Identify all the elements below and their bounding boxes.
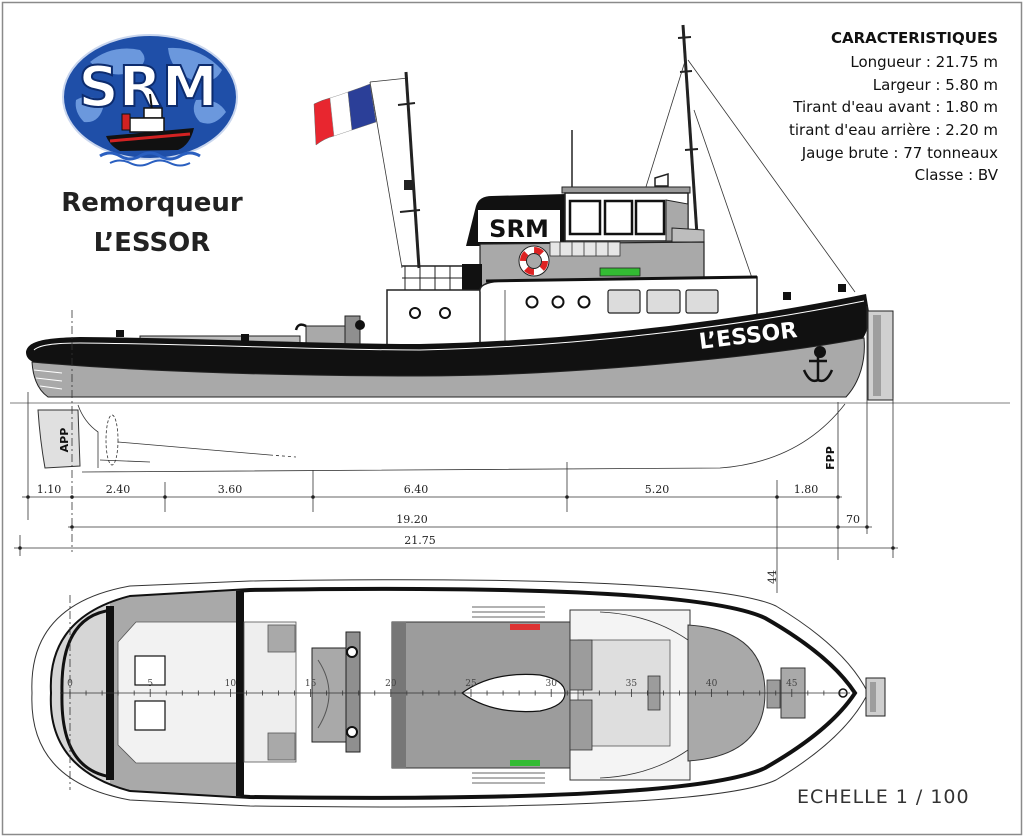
logo-tug-icon <box>106 93 194 151</box>
scale-label: 45 <box>786 679 798 689</box>
dimension-label: 3.60 <box>218 483 243 496</box>
plan-scale-labels: 0 5 10 15 20 25 30 35 40 45 <box>67 679 798 689</box>
propeller <box>105 414 119 466</box>
deck-hatch <box>134 655 166 686</box>
characteristic-tonnage: Jauge brute : 77 tonneaux <box>801 144 998 162</box>
life-ring-icon <box>518 245 550 277</box>
dimension-label-overall: 21.75 <box>404 534 436 547</box>
characteristic-length: Longueur : 21.75 m <box>850 53 998 71</box>
rudder <box>37 409 81 469</box>
plan-wheelhouse <box>569 609 691 781</box>
deck-hatch <box>134 700 166 731</box>
forestay <box>687 59 856 293</box>
aft-perpendicular-label: APP <box>58 428 71 453</box>
wheelhouse-window <box>603 199 634 236</box>
characteristic-class: Classe : BV <box>915 166 999 184</box>
hull-black-band <box>26 294 870 376</box>
bollard <box>783 292 791 300</box>
aft-deck <box>117 621 243 764</box>
dimension-label: 5.20 <box>645 483 670 496</box>
plan-bow-fender <box>865 677 886 717</box>
cabin-window <box>607 289 641 314</box>
logo-continent <box>193 99 226 124</box>
porthole <box>577 295 591 309</box>
deck-line <box>33 300 865 351</box>
scale-label: 30 <box>545 679 557 689</box>
scale-label: 5 <box>147 679 153 689</box>
dimension-label-overhang: 70 <box>846 513 860 526</box>
scale-label: 25 <box>465 679 477 689</box>
aft-deckhouse <box>386 264 483 347</box>
aft-mast <box>397 71 421 269</box>
porthole <box>551 295 565 309</box>
starboard-light <box>599 267 641 277</box>
scale-label: 0 <box>67 679 73 689</box>
characteristic-draft-aft: tirant d'eau arrière : 2.20 m <box>789 121 998 139</box>
hull-gray-band <box>31 337 865 398</box>
characteristic-beam: Largeur : 5.80 m <box>873 76 998 94</box>
srm-logo: SRM <box>62 34 238 167</box>
aft-railing <box>402 264 482 290</box>
logo-continent <box>75 96 104 123</box>
logo-waves <box>109 159 191 167</box>
dimension-label: 2.40 <box>106 483 131 496</box>
cabin-window <box>685 289 719 314</box>
plan-deckhouse <box>391 606 571 784</box>
bollard <box>116 330 124 337</box>
towing-hook-icon <box>294 323 307 331</box>
port-light <box>510 624 540 630</box>
scale-label: 15 <box>305 679 317 689</box>
stay <box>644 57 687 191</box>
side-view: SRM <box>10 24 1010 593</box>
plan-view: 0 5 10 15 20 25 30 35 40 45 <box>31 579 886 808</box>
wheelhouse-window <box>568 199 602 236</box>
fore-perpendicular-label: FPP <box>824 446 837 470</box>
plan-winch <box>311 631 361 753</box>
dimension-lines: 1.10 2.40 3.60 6.40 5.20 1.80 19.20 70 2… <box>14 306 898 593</box>
underwater-profile: APP FPP <box>37 403 846 473</box>
scale-label: 35 <box>626 679 638 689</box>
characteristics-heading: CARACTERISTIQUES <box>831 29 998 47</box>
logo-continent <box>168 47 222 82</box>
bow-fender <box>867 310 894 401</box>
french-flag <box>313 77 409 269</box>
funnel-lettering: SRM <box>489 215 549 243</box>
dimension-label-vertical: 44 <box>766 570 779 584</box>
plan-scale-ticks <box>69 689 841 697</box>
wheelhouse <box>561 186 705 243</box>
starboard-light <box>510 760 540 766</box>
scale-caption: ECHELLE 1 / 100 <box>797 786 970 808</box>
logo-waves <box>99 151 201 161</box>
funnel: SRM <box>466 194 566 246</box>
anchor-icon <box>802 346 834 383</box>
title-line-1: Remorqueur <box>61 188 243 218</box>
flag-blue-stripe <box>347 83 377 131</box>
main-mast <box>571 24 856 293</box>
cabin-window <box>646 289 681 314</box>
dimension-label: 1.80 <box>794 483 819 496</box>
scale-label: 20 <box>385 679 397 689</box>
logo-continent <box>90 48 145 75</box>
scale-label: 40 <box>706 679 718 689</box>
stay <box>693 109 753 279</box>
porthole <box>439 307 451 319</box>
radar-icon <box>654 172 669 187</box>
dimension-label: 1.10 <box>37 483 62 496</box>
characteristics-block: CARACTERISTIQUES Longueur : 21.75 m Larg… <box>789 29 999 184</box>
bollard <box>838 284 846 292</box>
scale-label: 10 <box>225 679 237 689</box>
dimension-label: 6.40 <box>404 483 429 496</box>
wheelhouse-window <box>634 199 666 236</box>
dimension-label-lpp: 19.20 <box>396 513 428 526</box>
title-line-2: L’ESSOR <box>94 228 211 258</box>
characteristic-draft-fore: Tirant d'eau avant : 1.80 m <box>792 98 998 116</box>
hull: L’ESSOR <box>26 294 894 401</box>
porthole <box>525 295 539 309</box>
bollard <box>241 334 249 341</box>
deck-railing <box>549 241 621 257</box>
propeller-shaft <box>117 441 271 456</box>
porthole <box>409 307 421 319</box>
